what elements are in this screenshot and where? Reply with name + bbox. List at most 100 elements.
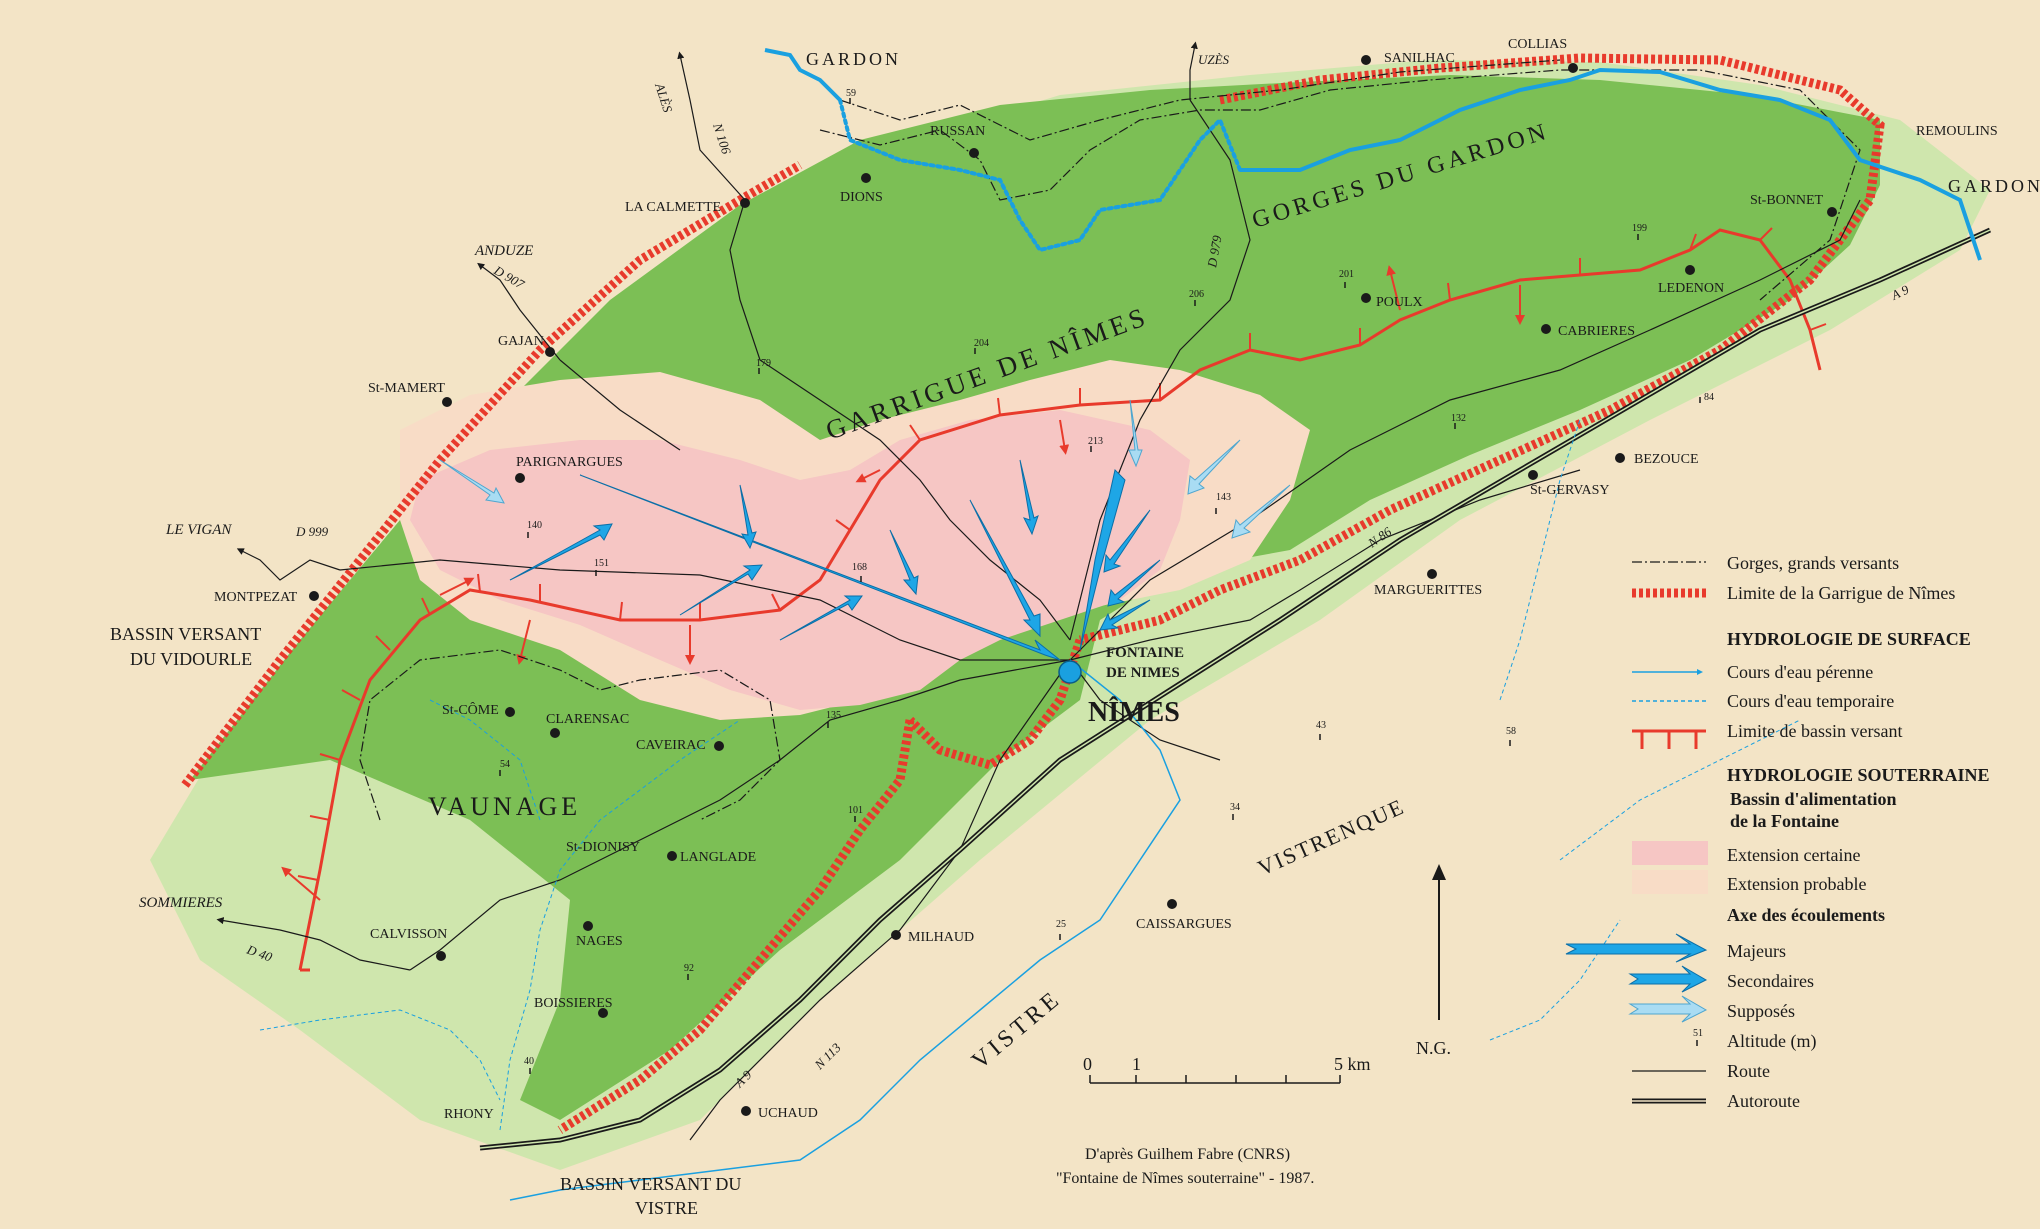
label-bassin-vistre-2: VISTRE [635,1198,698,1218]
legend-axe: Axe des écoulements [1727,905,1885,925]
label-fontaine-2: DE NIMES [1106,665,1180,681]
secondary-arrow-1 [509,523,613,581]
label-boissieres: BOISSIERES [534,996,613,1011]
alt-151: 151 [594,558,609,569]
credit-line-2: "Fontaine de Nîmes souterraine" - 1987. [1056,1170,1314,1187]
label-vaunage: VAUNAGE [428,792,581,821]
label-calvisson: CALVISSON [370,927,447,942]
label-parignargues: PARIGNARGUES [516,455,623,470]
supposed-arrow-3 [1187,439,1241,495]
legend-altitude: Altitude (m) [1727,1031,1816,1052]
label-montpezat: MONTPEZAT [214,590,298,605]
label-rhony: RHONY [444,1107,494,1122]
label-milhaud: MILHAUD [908,930,974,945]
alt-101: 101 [848,805,863,816]
secondary-arrow-5 [889,529,919,596]
legend-arrow-supposed [1628,995,1708,1023]
scale-one: 1 [1132,1054,1141,1074]
legend-hydro-surface: HYDROLOGIE DE SURFACE [1727,629,1971,649]
label-uchaud: UCHAUD [758,1106,818,1121]
garrigue-limit [181,53,1885,1134]
secondary-arrow-10 [1099,599,1151,631]
legend-ext-probable: Extension probable [1727,874,1866,894]
label-bezouce: BEZOUCE [1634,452,1699,467]
supposed-arrow-1 [439,459,505,504]
label-gajan: GAJAN [498,334,544,349]
alt-84: 84 [1704,392,1714,403]
label-st-come: St-CÔME [442,701,499,718]
label-st-bonnet: St-BONNET [1750,193,1824,208]
altitude-ticks [499,98,1701,1074]
alt-54: 54 [500,759,510,770]
alt-132: 132 [1451,413,1466,424]
alt-43: 43 [1316,720,1326,731]
label-nages: NAGES [576,934,623,949]
label-le-vigan: LE VIGAN [165,522,232,538]
vistre-river [509,659,1181,1201]
secondary-arrow-7 [969,499,1041,638]
scale-five: 5 km [1334,1054,1371,1074]
label-la-calmette: LA CALMETTE [625,200,721,215]
basin-limit-arrows [281,265,1525,901]
label-remoulins: REMOULINS [1916,124,1998,139]
supposed-arrow-2 [1128,399,1143,468]
roads [216,41,1861,1141]
alt-213: 213 [1088,436,1103,447]
secondary-arrow-8 [1103,509,1151,573]
legend-gorges: Gorges, grands versants [1727,553,1899,573]
north-arrow: N.G. [1416,864,1451,1058]
scale-bar [1089,1075,1341,1084]
label-dions: DIONS [840,190,883,205]
basin-limit-ticks [297,227,1827,881]
legend-limite-bassin: Limite de bassin versant [1727,721,1902,741]
secondary-arrow-6 [1019,459,1039,536]
label-caveirac: CAVEIRAC [636,738,706,753]
label-bassin-vistre-1: BASSIN VERSANT DU [560,1174,741,1194]
perennial-rivers [764,48,1982,261]
secondary-arrow-2 [679,564,763,616]
label-poulx: POULX [1376,295,1423,310]
legend-supposes: Supposés [1727,1001,1795,1021]
label-collias: COLLIAS [1508,37,1567,52]
legend-route: Route [1727,1061,1770,1081]
label-st-dionisy: St-DIONISY [566,840,640,855]
altitude-labels: 59 179 204 206 201 199 84 132 213 143 14… [500,88,1714,1067]
label-d979: D 979 [1204,234,1225,270]
alt-140: 140 [527,520,542,531]
fontaine-marker [1058,660,1082,684]
flow-arrows-major [579,469,1126,661]
legend-bassin-alim-2: de la Fontaine [1730,811,1839,831]
north-label: N.G. [1416,1038,1451,1058]
label-caissargues: CAISSARGUES [1136,917,1232,932]
temporary-streams [259,419,1801,1131]
major-arrow-parignargues [579,474,1061,661]
label-d999: D 999 [295,524,329,539]
label-clarensac: CLARENSAC [546,712,629,727]
scale-zero: 0 [1083,1054,1092,1074]
autoroute-a9-inner [479,229,1991,1149]
label-gardon-nw: GARDON [806,49,901,69]
alt-201: 201 [1339,269,1354,280]
alt-206: 206 [1189,289,1204,300]
legend-majeurs: Majeurs [1727,941,1786,961]
label-gardon-e: GARDON [1948,176,2040,196]
alt-199: 199 [1632,223,1647,234]
legend-ext-certaine: Extension certaine [1727,845,1860,865]
alt-25: 25 [1056,919,1066,930]
legend-arrow-secondary [1628,965,1708,993]
label-sommieres: SOMMIERES [139,895,223,911]
credit-line-1: D'après Guilhem Fabre (CNRS) [1085,1146,1290,1163]
legend-bassin-alim-1: Bassin d'alimentation [1730,789,1897,809]
flow-arrows-supposed [439,399,1291,539]
major-arrow-north [1079,469,1126,651]
legend-autoroute: Autoroute [1727,1091,1800,1111]
secondary-arrow-9 [1107,559,1161,607]
legend-temporaire: Cours d'eau temporaire [1727,691,1894,711]
label-sanilhac: SANILHAC [1384,51,1455,66]
label-bassin-vidourle-1: BASSIN VERSANT [110,624,261,644]
supposed-arrow-4 [1231,484,1291,539]
label-fontaine-1: FONTAINE [1106,645,1184,661]
label-russan: RUSSAN [930,124,985,139]
label-st-gervasy: St-GERVASY [1530,483,1610,498]
